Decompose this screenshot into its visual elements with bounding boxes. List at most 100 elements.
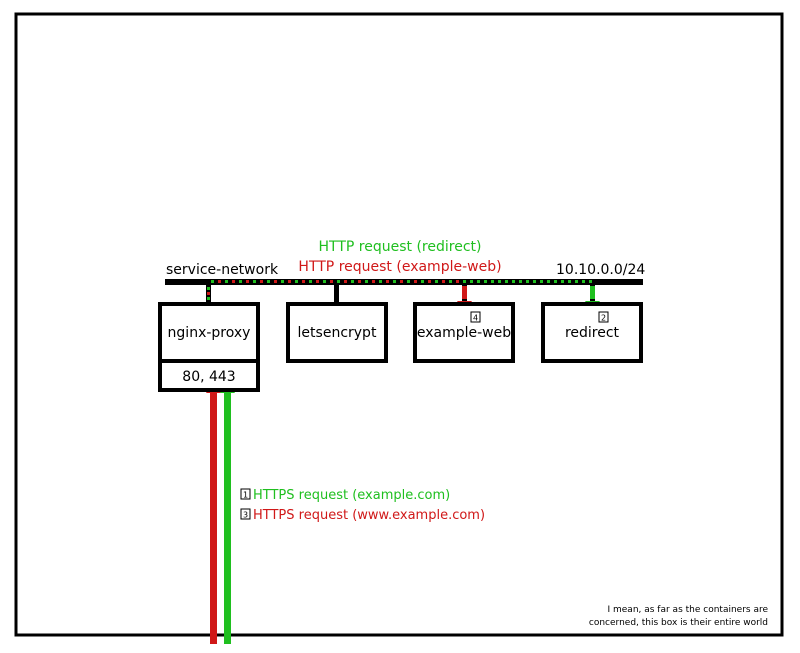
bus-traffic-dot xyxy=(386,280,389,283)
request-legend: 1 HTTPS request (example.com) 3 HTTPS re… xyxy=(240,488,485,523)
bus-traffic-dot xyxy=(421,280,424,283)
letsencrypt-name: letsencrypt xyxy=(298,325,377,341)
bus-traffic-dot xyxy=(505,280,508,283)
connector-traffic-dot xyxy=(207,287,210,290)
http-request-example-web-label: HTTP request (example-web) xyxy=(298,259,501,275)
bus-traffic-dot xyxy=(323,280,326,283)
bus-traffic-dot xyxy=(470,280,473,283)
legend-item-https-example: 1 HTTPS request (example.com) xyxy=(240,488,450,503)
redirect-step-number: 2 xyxy=(601,314,606,323)
connector-traffic-dot xyxy=(207,292,210,295)
bus-traffic-dot xyxy=(561,280,564,283)
connector-traffic-dots xyxy=(207,287,210,300)
bus-traffic-dot xyxy=(316,280,319,283)
bus-traffic-dot xyxy=(246,280,249,283)
bus-traffic-dot xyxy=(442,280,445,283)
bus-traffic-dot xyxy=(309,280,312,283)
bus-traffic-dot xyxy=(456,280,459,283)
bus-traffic-dot xyxy=(519,280,522,283)
network-bus-line xyxy=(165,279,643,285)
nginx-proxy-ports: 80, 443 xyxy=(182,369,235,385)
note-line-1: I mean, as far as the containers are xyxy=(607,605,768,615)
bus-traffic-dot xyxy=(239,280,242,283)
network-name-label: service-network xyxy=(166,262,279,278)
legend-step-badge xyxy=(240,488,251,500)
bus-traffic-dot xyxy=(589,280,592,283)
bus-traffic-dot xyxy=(575,280,578,283)
https-request-www-arrow-shaft xyxy=(210,392,217,644)
bus-traffic-dot xyxy=(512,280,515,283)
bus-traffic-dot xyxy=(365,280,368,283)
redirect-box xyxy=(541,302,643,363)
bus-traffic-dot xyxy=(463,280,466,283)
bus-traffic-dots xyxy=(211,280,592,283)
bus-traffic-dot xyxy=(267,280,270,283)
bus-traffic-dot xyxy=(253,280,256,283)
container-example-web: example-web 4 xyxy=(413,302,515,363)
connector-letsencrypt xyxy=(334,285,339,303)
bus-traffic-dot xyxy=(393,280,396,283)
legend-label-https-www: HTTPS request (www.example.com) xyxy=(253,508,485,523)
bus-traffic-dot xyxy=(414,280,417,283)
legend-step-number: 1 xyxy=(243,491,248,500)
example-web-name: example-web xyxy=(417,325,511,341)
incoming-requests xyxy=(206,381,235,644)
bus-traffic-dot xyxy=(260,280,263,283)
letsencrypt-box xyxy=(286,302,388,363)
bus-traffic-dot xyxy=(526,280,529,283)
example-web-inbound-shaft xyxy=(462,286,467,299)
container-nginx-proxy: nginx-proxy 80, 443 xyxy=(158,302,260,392)
http-request-redirect-label: HTTP request (redirect) xyxy=(319,239,482,255)
bus-traffic-dot xyxy=(358,280,361,283)
bus-traffic-dot xyxy=(218,280,221,283)
redirect-inbound-shaft xyxy=(590,286,595,299)
bus-traffic-dot xyxy=(232,280,235,283)
legend-item-https-www: 3 HTTPS request (www.example.com) xyxy=(240,508,485,523)
bus-traffic-dot xyxy=(498,280,501,283)
redirect-name: redirect xyxy=(565,325,620,341)
bus-traffic-dot xyxy=(302,280,305,283)
bus-traffic-dot xyxy=(330,280,333,283)
bus-traffic-dot xyxy=(211,280,214,283)
bus-traffic-dot xyxy=(547,280,550,283)
bus-traffic-dot xyxy=(533,280,536,283)
nginx-proxy-name: nginx-proxy xyxy=(168,325,251,341)
bus-traffic-dot xyxy=(274,280,277,283)
example-web-step-badge xyxy=(470,311,481,323)
connector-traffic-dot xyxy=(207,297,210,300)
bus-traffic-dot xyxy=(407,280,410,283)
legend-step-number: 3 xyxy=(243,511,248,520)
legend-label-https-example: HTTPS request (example.com) xyxy=(253,488,450,503)
https-request-example-arrow-shaft xyxy=(224,392,231,644)
bus-traffic-dot xyxy=(400,280,403,283)
bus-traffic-dot xyxy=(281,280,284,283)
bus-traffic-dot xyxy=(428,280,431,283)
bus-traffic-dot xyxy=(540,280,543,283)
bus-traffic-dot xyxy=(372,280,375,283)
bus-traffic-dot xyxy=(568,280,571,283)
container-letsencrypt: letsencrypt xyxy=(286,302,388,363)
bus-traffic-dot xyxy=(288,280,291,283)
bus-traffic-dot xyxy=(435,280,438,283)
corner-note: I mean, as far as the containers are con… xyxy=(589,605,769,628)
example-web-box xyxy=(413,302,515,363)
world-boundary xyxy=(14,12,784,637)
bus-traffic-dot xyxy=(344,280,347,283)
bus-traffic-dot xyxy=(295,280,298,283)
example-web-step-number: 4 xyxy=(473,314,478,323)
bus-traffic-dot xyxy=(449,280,452,283)
bus-traffic-dot xyxy=(582,280,585,283)
bus-traffic-dot xyxy=(337,280,340,283)
network-subnet-label: 10.10.0.0/24 xyxy=(556,262,645,278)
note-line-2: concerned, this box is their entire worl… xyxy=(589,618,768,628)
redirect-step-badge xyxy=(598,311,609,323)
container-redirect: redirect 2 xyxy=(541,302,643,363)
bus-traffic-dot xyxy=(351,280,354,283)
nginx-proxy-box xyxy=(158,302,260,392)
bus-traffic-dot xyxy=(554,280,557,283)
bus-traffic-dot xyxy=(484,280,487,283)
bus-traffic-dot xyxy=(491,280,494,283)
bus-traffic-dot xyxy=(379,280,382,283)
legend-step-badge xyxy=(240,508,251,520)
